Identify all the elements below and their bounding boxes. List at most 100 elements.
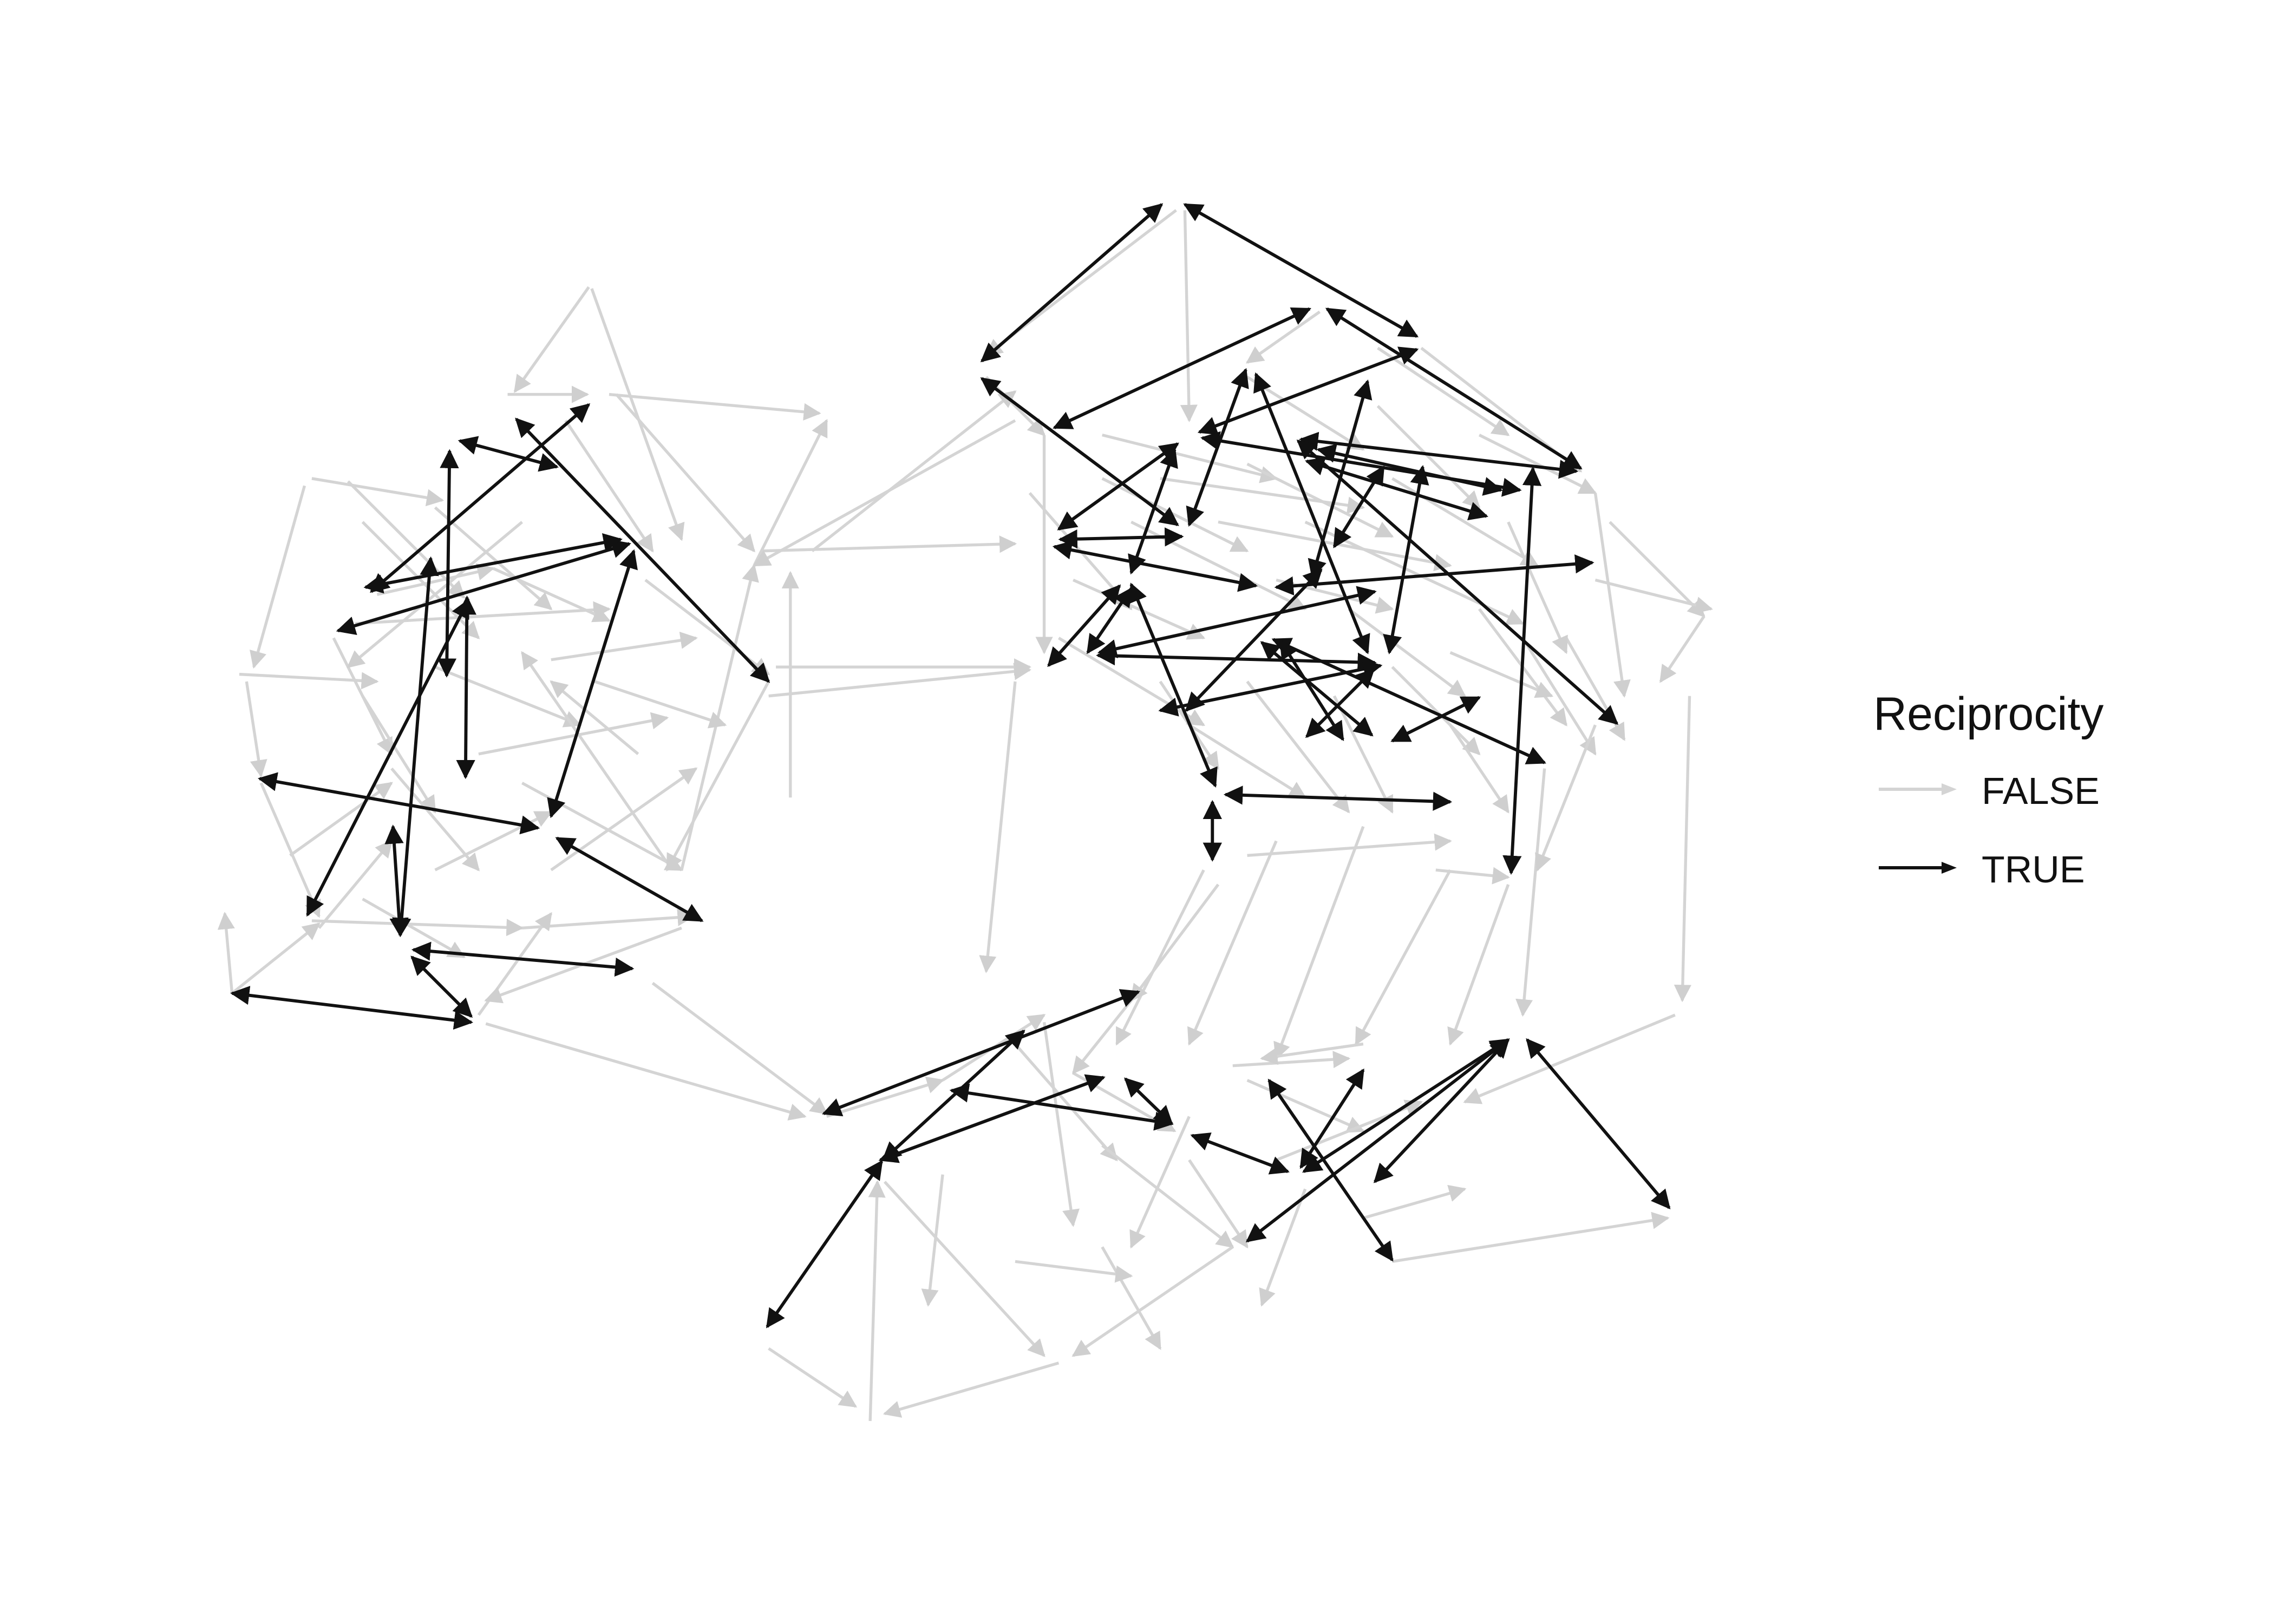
reciprocal-edge bbox=[1158, 659, 1383, 717]
non-reciprocal-edge bbox=[868, 1180, 886, 1422]
non-reciprocal-edge bbox=[1273, 826, 1365, 1060]
non-reciprocal-edge bbox=[521, 651, 669, 864]
reciprocal-edge bbox=[766, 1160, 883, 1328]
non-reciprocal-edge bbox=[362, 898, 466, 959]
reciprocal-edge bbox=[410, 955, 473, 1018]
non-reciprocal-edge bbox=[1391, 666, 1481, 756]
reciprocal-edges bbox=[230, 203, 1671, 1328]
reciprocal-edge bbox=[980, 203, 1164, 363]
legend-item-false: FALSE bbox=[1873, 769, 2155, 848]
reciprocal-edge bbox=[1186, 368, 1249, 527]
non-reciprocal-edge bbox=[590, 288, 685, 541]
non-reciprocal-edge bbox=[1187, 840, 1278, 1046]
reciprocal-edge bbox=[411, 941, 635, 977]
reciprocal-edge bbox=[555, 836, 704, 922]
non-reciprocal-edge bbox=[1015, 1260, 1133, 1283]
non-reciprocal-edge bbox=[1071, 1246, 1234, 1357]
non-reciprocal-edge bbox=[1355, 869, 1452, 1046]
reciprocal-edge bbox=[1271, 638, 1546, 764]
non-reciprocal-edge bbox=[883, 1181, 1045, 1357]
non-reciprocal-edge bbox=[1101, 1246, 1162, 1350]
reciprocal-edge bbox=[458, 436, 559, 472]
non-reciprocal-edge bbox=[1535, 724, 1597, 872]
reciprocal-edge bbox=[230, 986, 474, 1030]
non-reciprocal-edge bbox=[355, 601, 611, 625]
non-reciprocal-edge bbox=[1057, 637, 1205, 726]
non-reciprocal-edge bbox=[1180, 210, 1198, 422]
non-reciprocal-edge bbox=[311, 919, 524, 937]
non-reciprocal-edge bbox=[651, 981, 828, 1115]
non-reciprocal-edge bbox=[1659, 615, 1706, 683]
non-reciprocal-edge bbox=[1246, 1079, 1365, 1133]
non-reciprocal-edge bbox=[1332, 695, 1394, 814]
reciprocal-edge bbox=[1197, 346, 1419, 435]
legend-item-true: TRUE bbox=[1873, 848, 2155, 926]
reciprocal-edge bbox=[1052, 540, 1258, 592]
non-reciprocal-edge bbox=[513, 286, 590, 393]
reciprocal-edge bbox=[257, 772, 540, 835]
non-reciprocal-edge bbox=[250, 485, 306, 669]
non-reciprocal-edge bbox=[551, 631, 698, 662]
reciprocal-edge bbox=[1058, 527, 1184, 549]
non-reciprocal-edge bbox=[1515, 768, 1546, 1017]
reciprocal-edge bbox=[1245, 1038, 1510, 1243]
reciprocal-edge bbox=[547, 549, 638, 818]
non-reciprocal-edge bbox=[826, 1076, 945, 1118]
non-reciprocal-edge bbox=[1260, 1042, 1364, 1065]
reciprocal-edge bbox=[392, 556, 439, 938]
non-reciprocal-edge bbox=[347, 521, 524, 669]
non-reciprocal-edge bbox=[883, 1361, 1060, 1418]
legend: Reciprocity FALSE TRUE bbox=[1873, 687, 2155, 926]
reciprocal-edge bbox=[1190, 1132, 1290, 1175]
non-reciprocal-edge bbox=[1188, 1159, 1249, 1249]
non-reciprocal-edge bbox=[1042, 1022, 1080, 1227]
non-reciprocal-edge bbox=[753, 419, 1016, 567]
non-reciprocal-edge bbox=[318, 840, 393, 929]
non-reciprocal-edge bbox=[1129, 1116, 1191, 1249]
non-reciprocal-edge bbox=[231, 922, 321, 994]
reciprocal-edge bbox=[1057, 442, 1179, 531]
non-reciprocal-edge bbox=[1072, 999, 1133, 1075]
non-reciprocal-edge bbox=[1435, 867, 1510, 885]
non-reciprocal-edge bbox=[259, 782, 321, 918]
non-reciprocal-edge bbox=[811, 390, 1017, 552]
reciprocal-edge bbox=[1086, 587, 1133, 654]
non-reciprocal-edge bbox=[1363, 1184, 1467, 1220]
legend-label-false: FALSE bbox=[1982, 770, 2100, 812]
non-reciprocal-edge bbox=[768, 1347, 858, 1408]
reciprocal-edge bbox=[1129, 582, 1218, 788]
non-reciprocal-edge bbox=[1101, 477, 1249, 553]
reciprocal-edge bbox=[1390, 696, 1481, 743]
reciprocal-edge bbox=[1223, 785, 1453, 811]
legend-title: Reciprocity bbox=[1873, 688, 2104, 740]
non-reciprocal-edge bbox=[1247, 833, 1452, 857]
non-reciprocal-edge bbox=[239, 672, 379, 690]
legend-key-true bbox=[1879, 862, 1957, 874]
non-reciprocal-edges bbox=[217, 209, 1713, 1422]
reciprocal-edge bbox=[1183, 203, 1419, 338]
non-reciprocal-edge bbox=[1246, 462, 1394, 538]
non-reciprocal-edge bbox=[979, 681, 1017, 973]
reciprocal-edge bbox=[1526, 1038, 1671, 1209]
non-reciprocal-edge bbox=[1073, 578, 1206, 640]
non-reciprocal-edge bbox=[768, 663, 1031, 698]
non-reciprocal-edge bbox=[1101, 1144, 1234, 1248]
non-reciprocal-edge bbox=[1447, 884, 1510, 1046]
non-reciprocal-edge bbox=[1232, 1051, 1351, 1069]
non-reciprocal-edge bbox=[1102, 433, 1278, 483]
non-reciprocal-edge bbox=[245, 681, 267, 778]
non-reciprocal-edge bbox=[1259, 1188, 1307, 1307]
legend-key-false bbox=[1879, 783, 1957, 795]
reciprocal-edge bbox=[370, 403, 591, 593]
reciprocal-edge bbox=[1124, 1077, 1173, 1125]
reciprocal-edge bbox=[1097, 586, 1377, 658]
non-reciprocal-edge bbox=[1392, 1212, 1670, 1263]
non-reciprocal-edge bbox=[1377, 346, 1510, 436]
non-reciprocal-edge bbox=[761, 535, 1017, 553]
non-reciprocal-edge bbox=[1674, 696, 1691, 1003]
reciprocal-edge bbox=[1373, 1038, 1510, 1183]
non-reciprocal-edge bbox=[434, 665, 582, 728]
non-reciprocal-edge bbox=[1449, 724, 1510, 814]
non-reciprocal-edge bbox=[1130, 883, 1220, 1002]
